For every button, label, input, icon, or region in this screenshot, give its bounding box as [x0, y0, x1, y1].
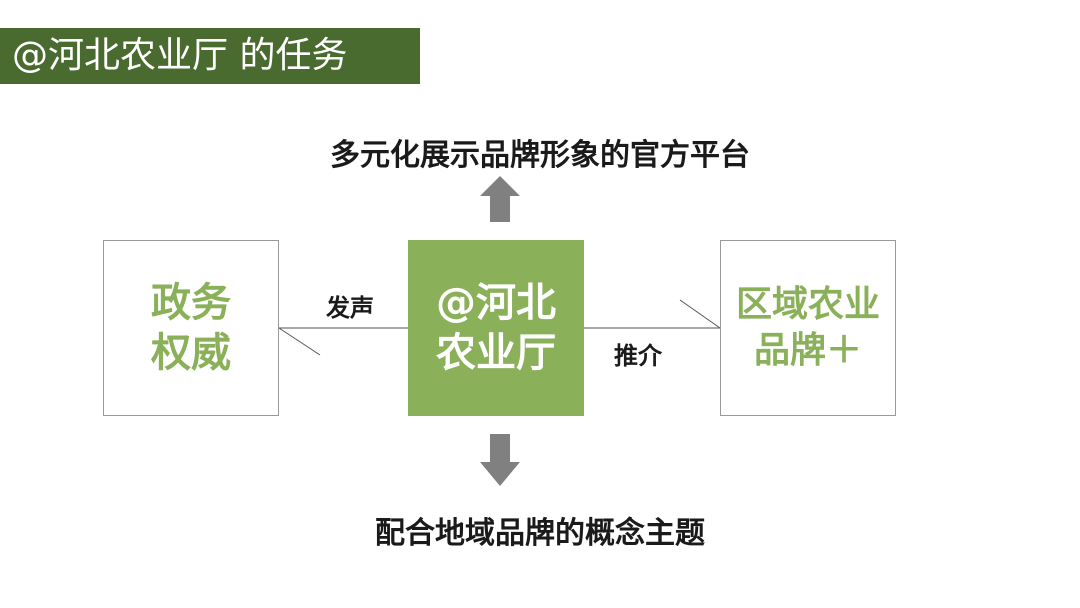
- right-link-label: 推介: [614, 342, 662, 370]
- right-box-line-2: 品牌＋: [753, 330, 862, 371]
- slide-title: @河北农业厅 的任务: [0, 28, 420, 84]
- left-box-line-1: 政务: [151, 280, 231, 326]
- left-box-line-2: 权威: [151, 330, 231, 376]
- right-box-line-1: 区域农业: [735, 284, 880, 325]
- center-box-agriculture-dept: @河北 农业厅: [408, 240, 584, 416]
- bottom-caption: 配合地域品牌的概念主题: [375, 516, 705, 551]
- left-box-government-authority: 政务 权威: [103, 240, 279, 416]
- center-box-line-2: 农业厅: [436, 330, 556, 376]
- down-arrow-icon: [480, 434, 520, 486]
- top-caption: 多元化展示品牌形象的官方平台: [330, 138, 750, 173]
- left-link-label: 发声: [326, 294, 374, 322]
- right-box-regional-brand: 区域农业 品牌＋: [720, 240, 896, 416]
- center-box-line-1: @河北: [436, 280, 556, 326]
- left-connector-line: [278, 327, 408, 356]
- right-connector-line: [584, 299, 721, 329]
- up-arrow-icon: [480, 176, 520, 222]
